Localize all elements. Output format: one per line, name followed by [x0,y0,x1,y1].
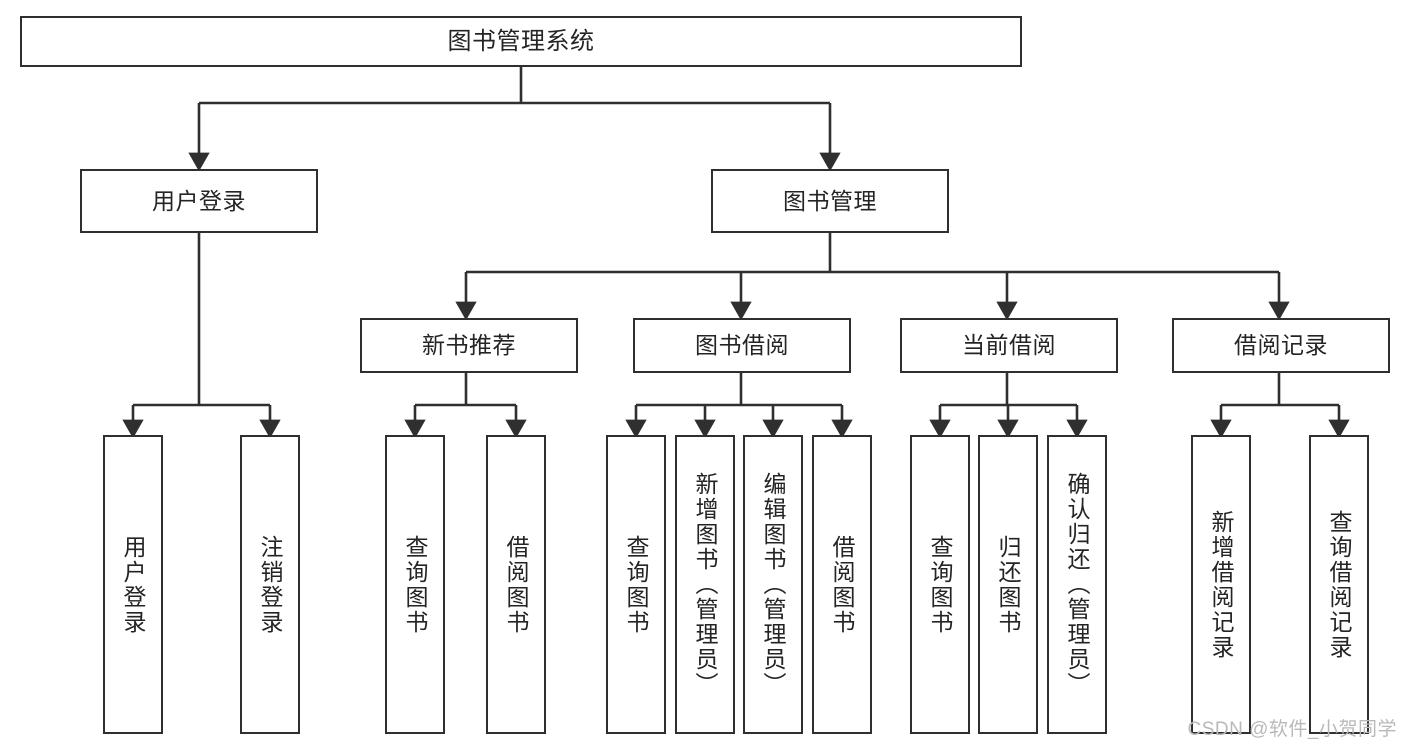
leaf-current-borrow-query[interactable]: 查询图书 [910,435,970,734]
node-label: 查询图书 [927,534,954,635]
node-label: 注销登录 [257,534,284,635]
leaf-borrow-record-query[interactable]: 查询借阅记录 [1309,435,1369,734]
csdn-watermark: CSDN @软件_小贺同学 [1187,719,1397,740]
leaf-book-borrow-query[interactable]: 查询图书 [606,435,666,734]
node-label: 图书管理系统 [447,27,595,55]
node-label: 新书推荐 [422,332,516,358]
leaf-user-login-login[interactable]: 用户登录 [103,435,163,734]
leaf-current-borrow-confirm-return[interactable]: 确认归还（管理员） [1047,435,1107,734]
node-user-login[interactable]: 用户登录 [80,169,318,233]
node-label: 借阅图书 [829,534,856,635]
node-label: 借阅图书 [503,534,530,635]
node-label: 借阅记录 [1234,332,1328,358]
leaf-new-book-query[interactable]: 查询图书 [385,435,445,734]
leaf-new-book-borrow[interactable]: 借阅图书 [486,435,546,734]
node-book-management-system[interactable]: 图书管理系统 [20,16,1022,67]
leaf-book-borrow-borrow[interactable]: 借阅图书 [812,435,872,734]
node-borrow-record[interactable]: 借阅记录 [1172,318,1390,373]
node-book-borrow[interactable]: 图书借阅 [633,318,851,373]
node-label: 新增图书（管理员） [692,472,719,697]
node-label: 当前借阅 [962,332,1056,358]
node-label: 用户登录 [152,187,246,214]
node-label: 查询借阅记录 [1326,509,1353,660]
node-label: 查询图书 [623,534,650,635]
node-book-management[interactable]: 图书管理 [711,169,949,233]
node-label: 图书管理 [783,187,877,214]
leaf-book-borrow-add[interactable]: 新增图书（管理员） [675,435,735,734]
node-label: 用户登录 [120,534,147,635]
leaf-current-borrow-return[interactable]: 归还图书 [978,435,1038,734]
node-label: 确认归还（管理员） [1064,472,1091,697]
leaf-borrow-record-add[interactable]: 新增借阅记录 [1191,435,1251,734]
leaf-book-borrow-edit[interactable]: 编辑图书（管理员） [743,435,803,734]
node-label: 新增借阅记录 [1208,509,1235,660]
leaf-user-login-logout[interactable]: 注销登录 [240,435,300,734]
node-new-book-recommend[interactable]: 新书推荐 [360,318,578,373]
node-label: 图书借阅 [695,332,789,358]
node-current-borrow[interactable]: 当前借阅 [900,318,1118,373]
node-label: 查询图书 [402,534,429,635]
node-label: 编辑图书（管理员） [760,472,787,697]
node-label: 归还图书 [995,534,1022,635]
